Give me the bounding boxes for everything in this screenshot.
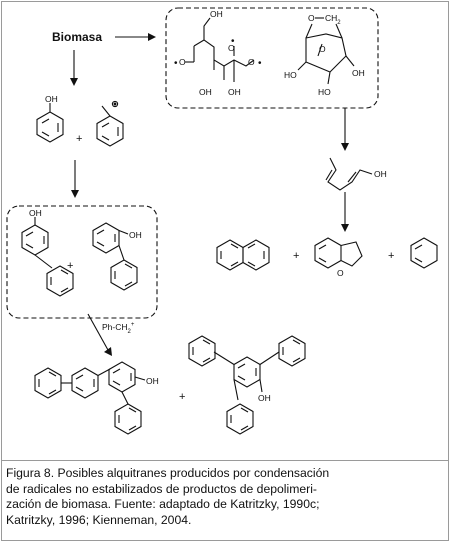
caption-line: Figura 8. Posibles alquitranes producido… [6, 466, 330, 480]
svg-text:OH: OH [45, 94, 58, 104]
svg-text:OH: OH [228, 87, 241, 97]
svg-text:OH: OH [258, 393, 271, 403]
phenyl-radical-structure [96, 100, 124, 147]
svg-text:O: O [248, 57, 255, 67]
caption-line: de radicales no estabilizados de product… [6, 481, 317, 496]
svg-text:•: • [174, 58, 178, 69]
caption-divider [1, 460, 449, 461]
reagent-label: Ph-CH2+ [102, 322, 135, 335]
svg-text:HO: HO [284, 70, 297, 80]
arrow-sugars-to-diene [341, 108, 349, 151]
plus-sign: + [293, 250, 299, 262]
plus-sign: + [67, 260, 73, 272]
open-chain-sugar-structure: OH OH OH • • • O O O [174, 9, 262, 97]
svg-text:OH: OH [146, 376, 159, 386]
arrow-phenol-to-biphenyls [71, 160, 79, 198]
levoglucosan-structure: O CH2 O HO HO OH [284, 13, 365, 97]
hydroxybiphenyl-4-structure: OH [21, 208, 74, 297]
plus-sign: + [388, 250, 394, 262]
svg-text:•: • [231, 36, 235, 47]
svg-text:CH2: CH2 [325, 13, 341, 26]
svg-text:OH: OH [29, 208, 42, 218]
naphthalene-structure [216, 239, 270, 271]
arrow-diene-to-aromatics [341, 192, 349, 232]
svg-text:•: • [258, 58, 262, 69]
sugars-dashed-box [165, 7, 379, 109]
plus-sign: + [179, 391, 185, 403]
hydroxybiphenyl-2-structure: OH [92, 222, 142, 291]
terphenyl-structure: OH [34, 361, 159, 435]
svg-text:O: O [308, 13, 315, 23]
reaction-diagram: Biomasa [6, 7, 438, 435]
biomasa-label: Biomasa [52, 30, 102, 44]
dienol-structure: OH [325, 157, 387, 191]
svg-text:OH: OH [374, 169, 387, 179]
svg-text:O: O [337, 268, 344, 278]
arrow-biomasa-to-sugars [115, 33, 156, 41]
biphenyls-dashed-box [6, 205, 158, 319]
dihydrobenzofuran-structure: O [314, 237, 363, 278]
arrow-biphenyls-to-terphenyls [87, 313, 112, 356]
arrow-biomasa-down [70, 50, 78, 86]
svg-text:OH: OH [129, 230, 142, 240]
svg-text:OH: OH [210, 9, 223, 19]
svg-text:OH: OH [352, 68, 365, 78]
svg-text:O: O [179, 57, 186, 67]
svg-text:HO: HO [318, 87, 331, 97]
caption-line: zación de biomasa. Fuente: adaptado de K… [6, 497, 320, 511]
caption-line: Katritzky, 1996; Kienneman, 2004. [6, 512, 192, 527]
phenol-structure: OH [36, 94, 64, 143]
svg-text:O: O [319, 44, 326, 54]
cyclohexadiene-structure [410, 237, 438, 269]
figure-caption: Figura 8. Posibles alquitranes producido… [6, 466, 436, 528]
plus-sign: + [76, 133, 82, 145]
svg-text:OH: OH [199, 87, 212, 97]
triphenylphenol-structure: OH [188, 335, 306, 435]
svg-text:O: O [228, 43, 235, 53]
